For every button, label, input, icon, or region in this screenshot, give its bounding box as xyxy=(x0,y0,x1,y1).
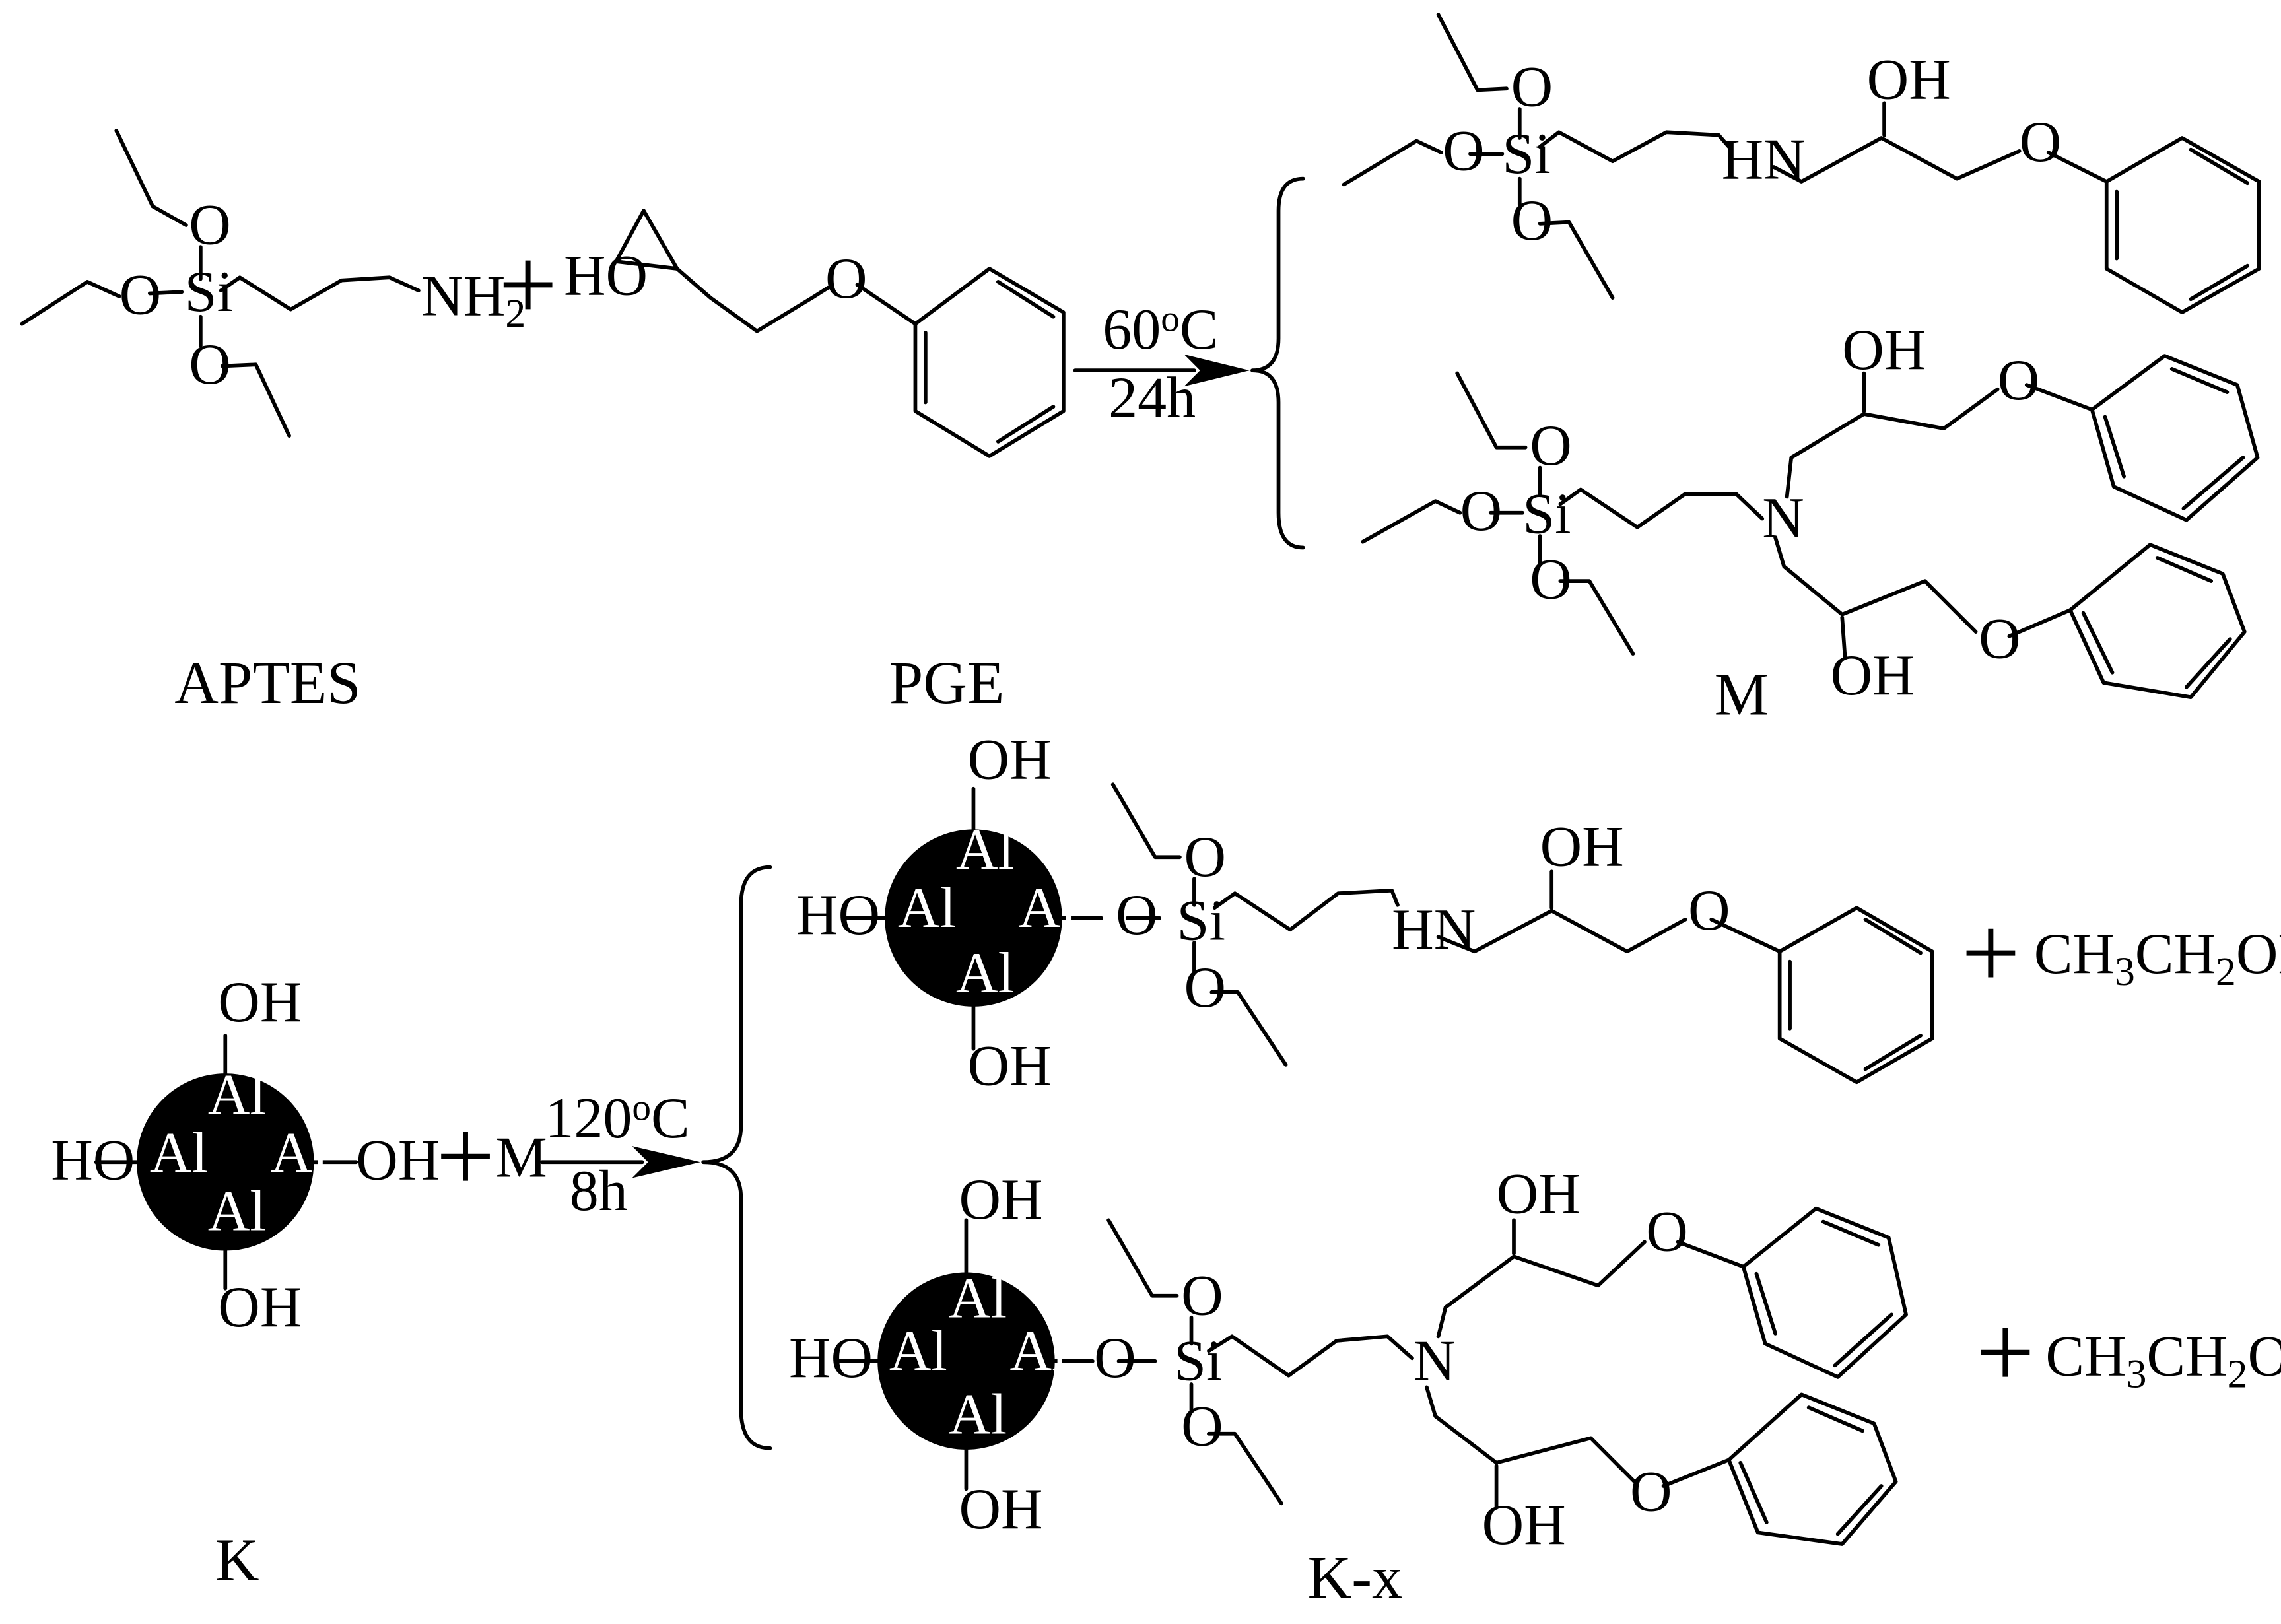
oxygen-atom: O xyxy=(1511,55,1553,119)
oxygen-atom: O xyxy=(1181,1394,1223,1458)
k-core-structure: Al Al Al Al OH HO OH OH xyxy=(51,970,440,1339)
oxygen-atom: O xyxy=(1511,189,1553,253)
kx-mono-structure: Al Al Al Al OH HO OH O O Si O HN OH O xyxy=(796,727,1934,1099)
oxygen-atom: O xyxy=(1116,883,1158,947)
ether-oxygen: O xyxy=(825,247,868,311)
plus-sign: + xyxy=(436,1099,494,1214)
hydroxyl-label: OH xyxy=(968,727,1052,792)
pge-structure: HO O xyxy=(564,209,1066,458)
silicon-atom: Si xyxy=(1522,483,1571,547)
hydroxyl-label: HO xyxy=(796,883,880,947)
aluminium-atom: Al xyxy=(956,941,1014,1005)
aluminium-atom: Al xyxy=(208,1180,266,1244)
aluminium-atom: Al xyxy=(270,1122,328,1186)
ether-oxygen: O xyxy=(1979,607,2021,671)
hydroxyl-label: HO xyxy=(51,1129,135,1193)
oxygen-atom: O xyxy=(189,193,231,257)
oxygen-atom: O xyxy=(119,263,162,327)
hydroxyl-label: HO xyxy=(564,244,648,308)
condition-time: 24h xyxy=(1108,366,1196,430)
hydroxyl-label: HO xyxy=(789,1326,873,1390)
aluminium-atom: Al xyxy=(949,1267,1007,1331)
silicon-atom: Si xyxy=(185,260,233,324)
m-di-structure: O O Si O N OH O OH O xyxy=(1361,318,2260,708)
aptes-structure: O Si O O NH2 xyxy=(20,129,526,438)
aluminium-atom: Al xyxy=(1009,1319,1068,1383)
m-mono-structure: O O Si O HN OH O xyxy=(1342,13,2261,314)
aluminium-atom: Al xyxy=(208,1064,266,1128)
hydroxyl-label: OH xyxy=(218,970,302,1034)
aluminium-atom: Al xyxy=(150,1122,208,1186)
silicon-atom: Si xyxy=(1174,1329,1222,1393)
hydroxyl-label: OH xyxy=(1482,1493,1566,1557)
silicon-atom: Si xyxy=(1177,889,1225,953)
aluminium-atom: Al xyxy=(956,818,1014,882)
hydroxyl-label: OH xyxy=(959,1168,1042,1232)
product-bracket xyxy=(1250,176,1305,550)
hydroxyl-label: OH xyxy=(968,1034,1052,1099)
condition-time: 8h xyxy=(570,1159,628,1223)
ether-oxygen: O xyxy=(1688,879,1730,943)
hydroxyl-label: OH xyxy=(1867,48,1951,112)
oxygen-atom: O xyxy=(189,333,231,397)
ether-oxygen: O xyxy=(1646,1200,1688,1264)
aluminium-atom: Al xyxy=(898,876,956,940)
plus-sign: + xyxy=(1961,895,2020,1011)
k-label: K xyxy=(215,1526,259,1594)
oxygen-atom: O xyxy=(1530,414,1572,478)
pge-label: PGE xyxy=(889,649,1005,716)
ether-oxygen: O xyxy=(1630,1460,1672,1524)
kx-label: K-x xyxy=(1308,1543,1403,1611)
aluminium-atom: Al xyxy=(889,1319,947,1383)
oxygen-atom: O xyxy=(1443,119,1485,183)
plus-sign: + xyxy=(1976,1295,2035,1410)
oxygen-atom: O xyxy=(1460,479,1503,543)
amine-group-label: NH2 xyxy=(421,264,526,336)
ethanol-byproduct: CH3CH2OH xyxy=(2034,922,2281,994)
condition-temperature: 120oC xyxy=(545,1087,689,1151)
oxygen-atom: O xyxy=(1530,548,1572,612)
kx-di-structure: Al Al Al Al OH HO OH O O Si O N OH O OH … xyxy=(789,1162,1908,1557)
hydroxyl-label: OH xyxy=(218,1275,302,1339)
plus-sign: + xyxy=(498,227,557,343)
hydroxyl-label: OH xyxy=(356,1129,440,1193)
oxygen-atom: O xyxy=(1181,1264,1223,1328)
ethanol-byproduct: CH3CH2OH xyxy=(2045,1325,2281,1397)
reaction-arrow-step1 xyxy=(1073,354,1250,387)
m-label: M xyxy=(1715,661,1769,728)
ether-oxygen: O xyxy=(2020,110,2062,174)
secondary-amine-label: HN xyxy=(1392,898,1476,962)
hydroxyl-label: OH xyxy=(1831,644,1915,708)
reaction-arrow-step2 xyxy=(540,1146,700,1178)
hydroxyl-label: OH xyxy=(1842,318,1926,382)
oxygen-atom: O xyxy=(1184,825,1227,889)
silicon-atom: Si xyxy=(1502,122,1550,186)
oxygen-atom: O xyxy=(1184,956,1227,1020)
aptes-label: APTES xyxy=(174,649,360,716)
aluminium-atom: Al xyxy=(949,1383,1007,1447)
product-bracket xyxy=(701,865,772,1450)
oxygen-atom: O xyxy=(1094,1326,1136,1390)
hydroxyl-label: OH xyxy=(959,1477,1042,1541)
secondary-amine-label: HN xyxy=(1722,128,1806,192)
hydroxyl-label: OH xyxy=(1540,815,1624,879)
tertiary-amine-label: N xyxy=(1762,487,1804,551)
hydroxyl-label: OH xyxy=(1497,1162,1581,1226)
condition-temperature: 60oC xyxy=(1103,298,1218,362)
tertiary-amine-label: N xyxy=(1413,1329,1456,1393)
aluminium-atom: Al xyxy=(1019,876,1077,940)
ether-oxygen: O xyxy=(1998,349,2040,413)
m-reagent-label: M xyxy=(496,1126,547,1190)
